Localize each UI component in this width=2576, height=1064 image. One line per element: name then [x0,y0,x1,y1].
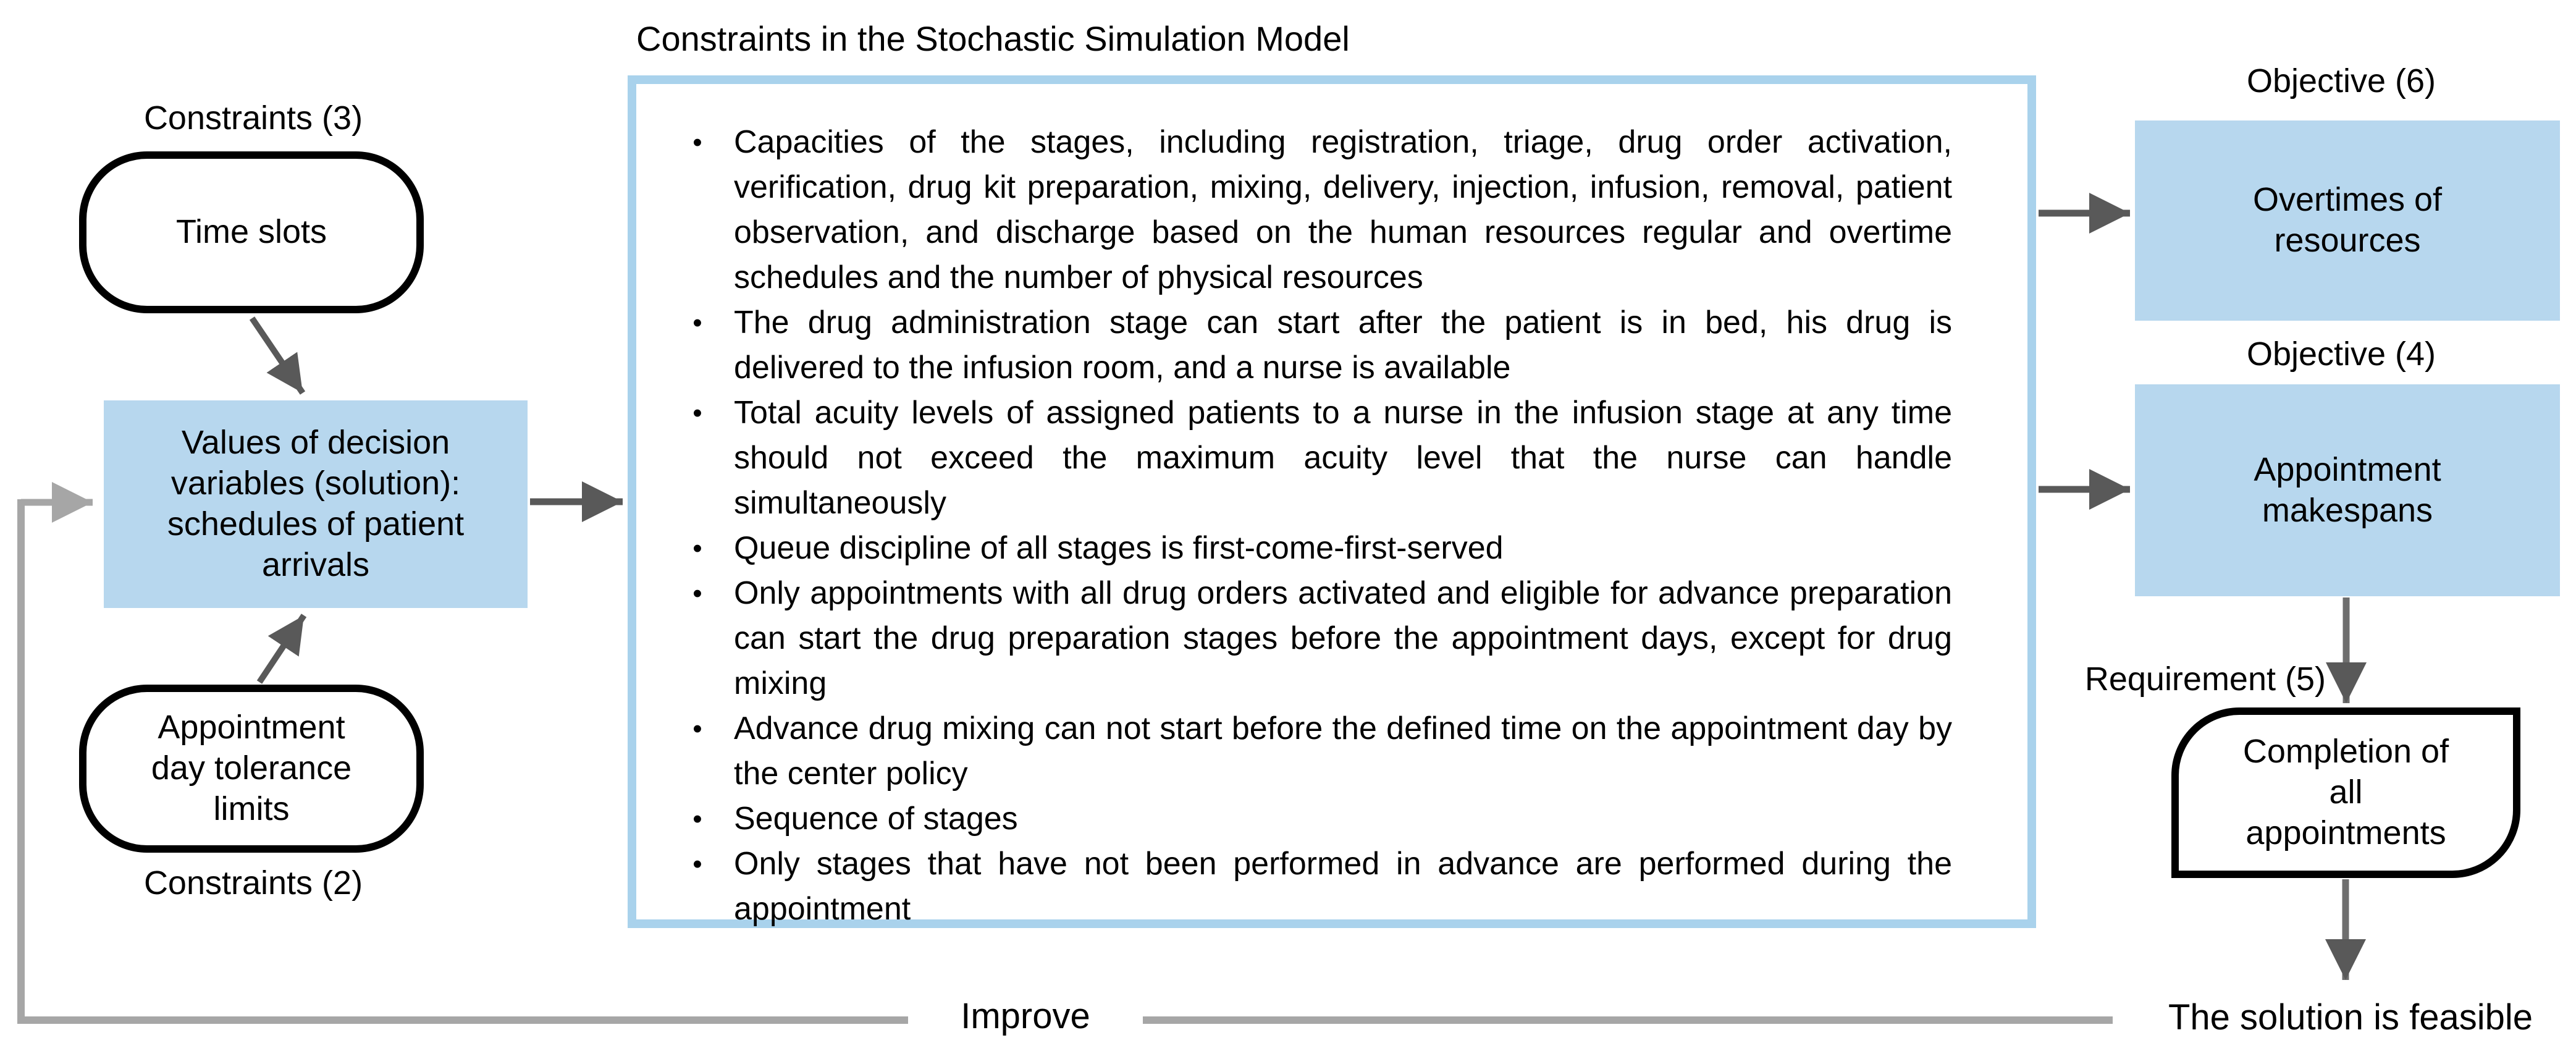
constraints2-label: Constraints (2) [143,864,363,901]
constraints3-label: Constraints (3) [143,99,363,137]
bullet-dot: • [692,533,702,564]
improve-label: Improve [961,996,1090,1036]
bullet-text: Only appointments with all drug orders a… [734,575,1952,701]
decision-variables-node: Values of decision variables (solution):… [104,400,528,608]
completion-node: Completion of all appointments [2171,707,2520,878]
objective4-label: Objective (4) [2246,336,2436,373]
bullet-dot: • [692,398,702,428]
arrow-tolerance-to-decision [256,614,307,684]
constraints-box: • Capacities of the stages, including reg… [628,75,2036,928]
feasible-text: The solution is feasible [2168,997,2533,1037]
bullet-text: Sequence of stages [734,801,1018,837]
bullet-text: Advance drug mixing can not start before… [734,711,1952,792]
constraints-box-title: Constraints in the Stochastic Simulation… [636,19,1350,58]
time-slots-node: Time slots [79,151,424,313]
bullet-dot: • [692,804,702,834]
bullet-dot: • [692,578,702,609]
overtimes-node: Overtimes of resources [2135,120,2560,321]
bullet-text: The drug administration stage can start … [734,305,1952,386]
bullet-text: Queue discipline of all stages is first-… [734,530,1504,566]
appointment-tolerance-node: Appointment day tolerance limits [79,685,424,853]
bullet-item: • Only stages that have not been performe… [661,842,1952,932]
bullet-item: • The drug administration stage can start… [661,300,1952,391]
makespans-node: Appointment makespans [2135,384,2560,596]
arrow-timeslots-to-decision [249,316,306,395]
bullet-item: • Sequence of stages [661,796,1952,842]
constraints-bullet-list: • Capacities of the stages, including reg… [661,120,1952,932]
bullet-item: • Advance drug mixing can not start befor… [661,706,1952,796]
bullet-dot: • [692,127,702,158]
bullet-text: Only stages that have not been performed… [734,846,1952,927]
bullet-dot: • [692,849,702,879]
bullet-item: • Total acuity levels of assigned patient… [661,391,1952,526]
bullet-dot: • [692,714,702,744]
objective6-label: Objective (6) [2246,62,2436,99]
bullet-item: • Capacities of the stages, including reg… [661,120,1952,300]
bullet-text: Capacities of the stages, including regi… [734,124,1952,295]
bullet-item: • Only appointments with all drug orders … [661,571,1952,706]
requirement5-label: Requirement (5) [2084,661,2326,698]
bullet-dot: • [692,308,702,338]
bullet-text: Total acuity levels of assigned patients… [734,395,1952,521]
bullet-item: • Queue discipline of all stages is first… [661,526,1952,571]
